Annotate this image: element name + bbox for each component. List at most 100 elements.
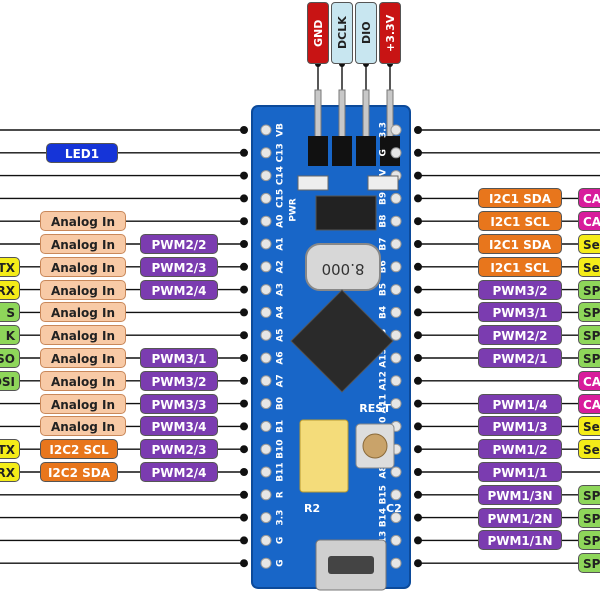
right-silk-label: B14 [379,508,389,527]
left-silk-label: A6 [276,351,286,364]
left-label-pwm: PWM2/4 [140,279,218,300]
left-silk-label: G [276,560,286,567]
right-wire-dot [414,513,422,522]
left-wire-dot [240,513,248,522]
right-label-pwm: PWM2/2 [478,325,562,346]
right-wire-dot [414,445,422,454]
left-pin-hole [260,192,272,204]
right-label-pwm: PWM1/2 [478,439,562,460]
left-wire-dot [240,399,248,408]
top-pin-label-dclk: DCLK [331,2,353,64]
right-silk-label: B8 [379,215,389,228]
right-label-pwm: PWM1/3N [478,484,562,505]
right-label-spi: SP [578,348,600,368]
left-pin-hole [260,557,272,569]
left-label-serial: TX [0,439,20,460]
right-pin-hole [390,306,402,318]
left-label-analog: Analog In [40,370,126,391]
right-label-can: CA [578,188,600,209]
right-wire-dot [414,331,422,340]
right-label-serial: Se [578,439,600,460]
header-base [332,136,352,166]
left-silk-label: A5 [276,329,286,342]
right-pin-hole [390,534,402,546]
left-silk-label: A4 [276,306,286,319]
left-wire-dot [240,171,248,180]
right-label-pwm: PWM1/2N [478,507,562,528]
left-wire-dot [240,490,248,499]
right-silk-label: B15 [379,485,389,504]
left-label-i2c: I2C2 SCL [40,439,118,460]
left-silk-label: R [276,491,286,498]
header-pin [362,89,370,141]
left-pin-hole [260,147,272,159]
right-silk-label: B7 [379,237,389,250]
left-pin-hole [260,420,272,432]
right-label-can: CA [578,211,600,232]
pwr-text: PWR [289,198,299,222]
right-pin-hole [390,215,402,227]
left-silk-label: B0 [276,397,286,410]
right-label-spi: SP [578,325,600,346]
left-label-pwm: PWM2/3 [140,256,218,277]
right-wire-dot [414,490,422,499]
left-label-spi: K [0,325,20,346]
left-silk-label: A2 [276,260,286,273]
right-wire-dot [414,285,422,294]
right-label-can: CA [578,370,600,391]
right-wire-dot [414,468,422,476]
right-pin-hole [390,489,402,501]
right-label-i2c: I2C1 SDA [478,188,562,209]
left-silk-label: A1 [276,237,286,250]
regulator [315,195,377,231]
header-pin [314,89,322,141]
left-pin-hole [260,329,272,341]
left-pin-hole [260,489,272,501]
right-label-serial: Se [578,234,600,254]
left-silk-label: VB [276,123,286,137]
right-pin-hole [390,284,402,296]
right-wire-dot [414,262,422,271]
right-label-serial: Se [578,256,600,277]
left-wire-dot [240,376,248,385]
left-silk-label: A7 [276,374,286,387]
left-pin-hole [260,306,272,318]
left-label-pwm: PWM2/4 [140,462,218,482]
left-label-analog: Analog In [40,234,126,254]
right-silk-label: B6 [379,260,389,273]
left-pin-hole [260,238,272,250]
left-wire-dot [240,422,248,431]
right-silk-label: B5 [379,283,389,296]
left-pin-hole [260,443,272,455]
right-pin-hole [390,375,402,387]
pwr-led [297,175,329,191]
left-label-analog: Analog In [40,256,126,277]
left-label-serial: RX [0,462,20,482]
right-label-pwm: PWM3/2 [478,279,562,300]
left-pin-hole [260,124,272,136]
top-pin-label-dio: DIO [355,2,377,64]
left-label-analog: Analog In [40,325,126,346]
left-label-analog: Analog In [40,348,126,368]
left-pin-hole [260,375,272,387]
right-pin-hole [390,124,402,136]
left-label-spi: OSI [0,370,20,391]
left-label-i2c: I2C2 SDA [40,462,118,482]
header-base [380,136,400,166]
top-pin-label-gnd: GND [307,2,329,64]
left-silk-label: C14 [276,166,286,185]
left-wire-dot [240,126,248,134]
left-label-pwm: PWM2/3 [140,439,218,460]
left-wire-dot [240,194,248,203]
right-wire-dot [414,559,422,568]
right-label-spi: SP [578,530,600,551]
right-pin-hole [390,557,402,569]
right-label-pwm: PWM1/1 [478,462,562,482]
right-pin-hole [390,238,402,250]
right-wire-dot [414,148,422,157]
right-wire-dot [414,308,422,317]
right-pin-hole [390,466,402,478]
right-label-serial: Se [578,416,600,437]
left-label-analog: Analog In [40,302,126,323]
